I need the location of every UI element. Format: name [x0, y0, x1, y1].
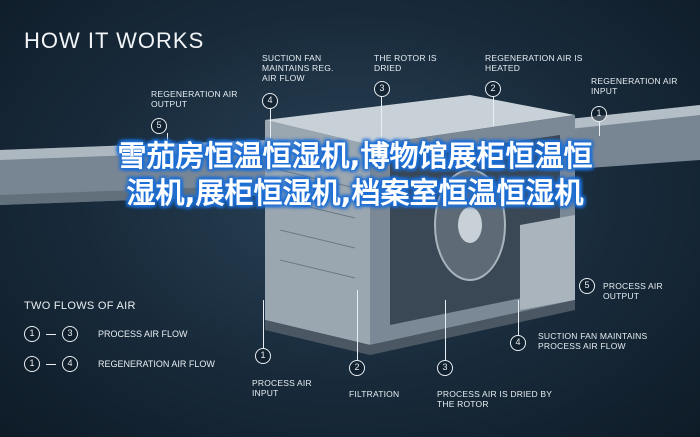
legend-to: 4	[62, 356, 78, 372]
callout-label: REGENERATION AIR INPUT	[591, 76, 678, 96]
callout-label: PROCESS AIR INPUT	[252, 378, 312, 398]
callout-label: FILTRATION	[349, 389, 400, 399]
legend-from: 1	[24, 326, 40, 342]
callout-number: 3	[374, 81, 390, 97]
stem-right-4	[518, 300, 520, 335]
legend-label: PROCESS AIR FLOW	[98, 329, 188, 339]
callout-label: PROCESS AIR IS DRIED BY THE ROTOR	[437, 389, 552, 409]
stem-top-3	[381, 96, 383, 141]
stem-bottom-2	[357, 290, 359, 360]
callout-label: THE ROTOR IS DRIED	[374, 53, 437, 73]
legend-dash	[46, 333, 56, 335]
legend-label: REGENERATION AIR FLOW	[98, 359, 215, 369]
watermark-overlay-text: 雪茄房恒温恒湿机,博物馆展柜恒温恒湿机,展柜恒湿机,档案室恒温恒湿机	[117, 139, 593, 210]
callout-label: REGENERATION AIR OUTPUT	[151, 89, 238, 109]
callout-number: 4	[262, 93, 278, 109]
callout-number: 2	[485, 81, 501, 97]
callout-number: 4	[510, 335, 526, 351]
stem-bottom-1	[263, 300, 265, 348]
page-title: HOW IT WORKS	[24, 28, 205, 53]
callout-number: 3	[437, 360, 453, 376]
callout-label: PROCESS AIR OUTPUT	[603, 281, 663, 301]
callout-number: 5	[579, 278, 595, 294]
stem-bottom-3	[445, 300, 447, 360]
stem-top-4	[270, 108, 272, 138]
stem-top-2	[493, 96, 495, 126]
unit-front	[265, 120, 370, 345]
callout-label: SUCTION FAN MAINTAINS PROCESS AIR FLOW	[538, 331, 648, 351]
legend-from: 1	[24, 356, 40, 372]
legend-row-regeneration: 1 4 REGENERATION AIR FLOW	[24, 356, 215, 372]
legend-dash	[46, 363, 56, 365]
callout-number: 1	[591, 106, 607, 122]
legend-title: TWO FLOWS OF AIR	[24, 300, 136, 312]
stem-top-5	[167, 133, 169, 153]
legend-to: 3	[62, 326, 78, 342]
legend-row-process: 1 3 PROCESS AIR FLOW	[24, 326, 188, 342]
callout-number: 2	[349, 360, 365, 376]
callout-label: REGENERATION AIR IS HEATED	[485, 53, 583, 73]
unit-top	[265, 95, 575, 145]
callout-label: SUCTION FAN MAINTAINS REG. AIR FLOW	[262, 53, 334, 83]
stem-top-1	[599, 121, 601, 136]
callout-number: 5	[151, 118, 167, 134]
callout-number: 1	[255, 348, 271, 364]
